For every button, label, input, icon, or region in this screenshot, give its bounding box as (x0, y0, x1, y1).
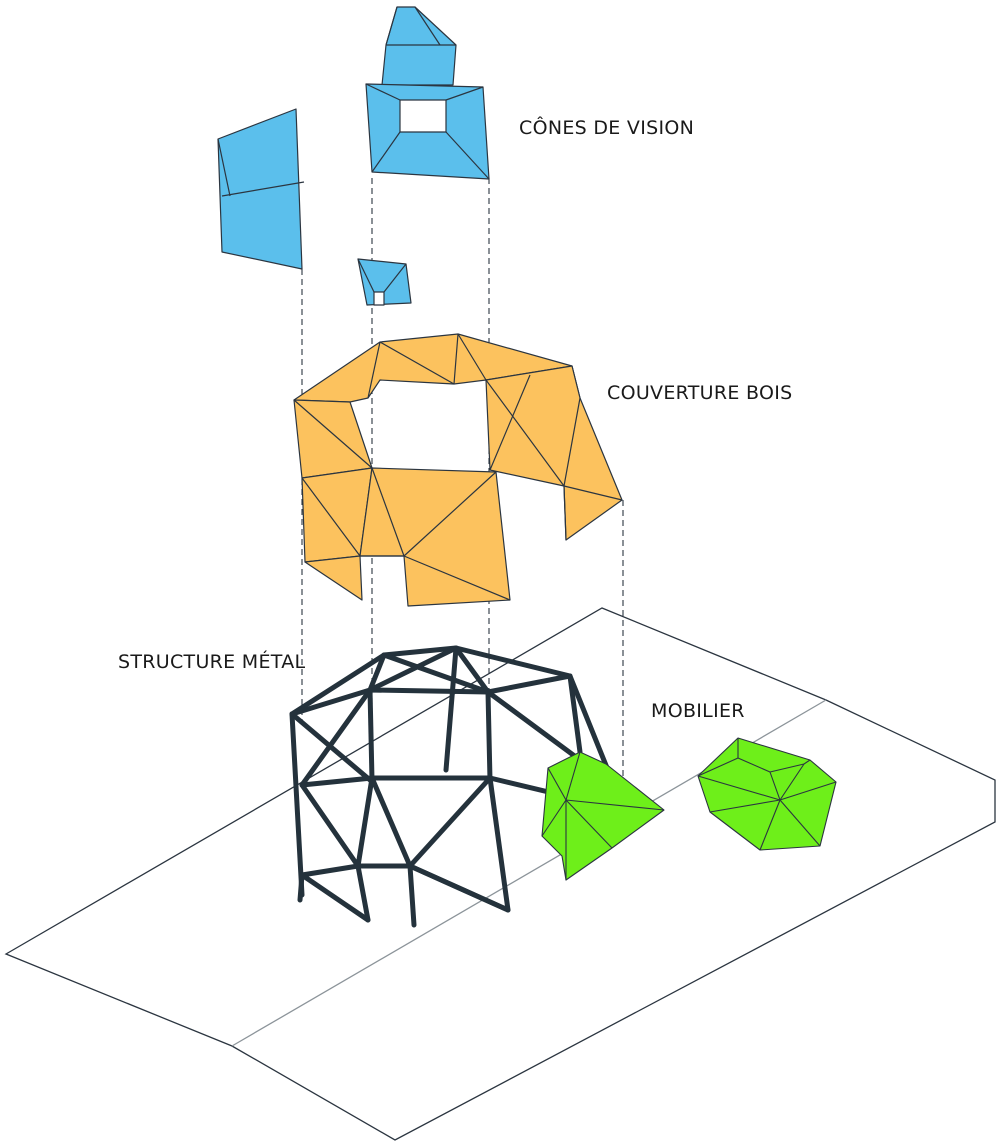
label-wood-roof: COUVERTURE BOIS (607, 382, 793, 404)
vision-cones (217, 6, 490, 306)
metal-structure (289, 645, 627, 928)
wood-roof (293, 333, 623, 607)
label-furniture: MOBILIER (651, 700, 745, 722)
label-metal-structure: STRUCTURE MÉTAL (118, 651, 306, 673)
furniture (541, 737, 837, 881)
label-vision-cones: CÔNES DE VISION (519, 117, 695, 139)
